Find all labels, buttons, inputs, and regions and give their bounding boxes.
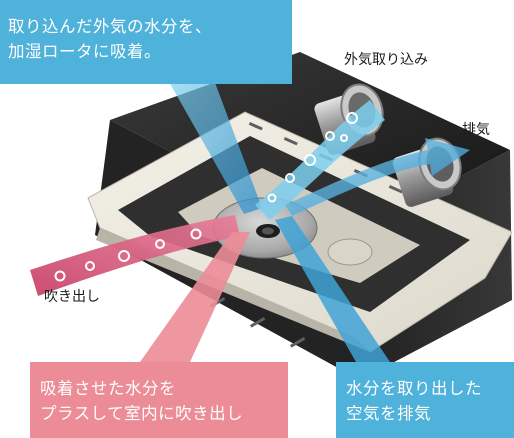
callout-bottom-left-line2: プラスして室内に吹き出し — [40, 404, 244, 423]
callout-top-line1: 取り込んだ外気の水分を、 — [8, 17, 212, 36]
label-exhaust: 排気 — [462, 122, 490, 138]
humidified-callout-beam — [140, 232, 250, 362]
humidified-bubbles — [54, 228, 202, 282]
callout-bottom-left-line1: 吸着させた水分を — [40, 379, 176, 398]
label-outdoor-intake: 外気取り込み — [344, 52, 428, 68]
secondary-fan — [327, 238, 373, 266]
callout-bottom-right-line1: 水分を取り出した — [346, 379, 482, 398]
callout-humidified-blowout: 吸着させた水分を プラスして室内に吹き出し — [30, 362, 288, 438]
humidified-air-stream — [30, 215, 240, 296]
intake-flow-beam — [168, 80, 262, 214]
exhaust-arrow — [285, 138, 470, 216]
intake-air-stream — [255, 100, 385, 220]
label-blow-out: 吹き出し — [44, 289, 100, 305]
callout-dry-exhaust: 水分を取り出した 空気を排気 — [336, 362, 514, 438]
exhaust-callout-beam — [275, 216, 390, 362]
callout-top-line2: 加湿ロータに吸着。 — [8, 42, 161, 61]
callout-bottom-right-line2: 空気を排気 — [346, 404, 431, 423]
callout-rotor-adsorption: 取り込んだ外気の水分を、 加湿ロータに吸着。 — [0, 0, 292, 84]
moisture-bubbles — [267, 112, 358, 203]
panel-lower-edge — [96, 228, 370, 352]
rotor-hub-ring — [262, 227, 274, 235]
